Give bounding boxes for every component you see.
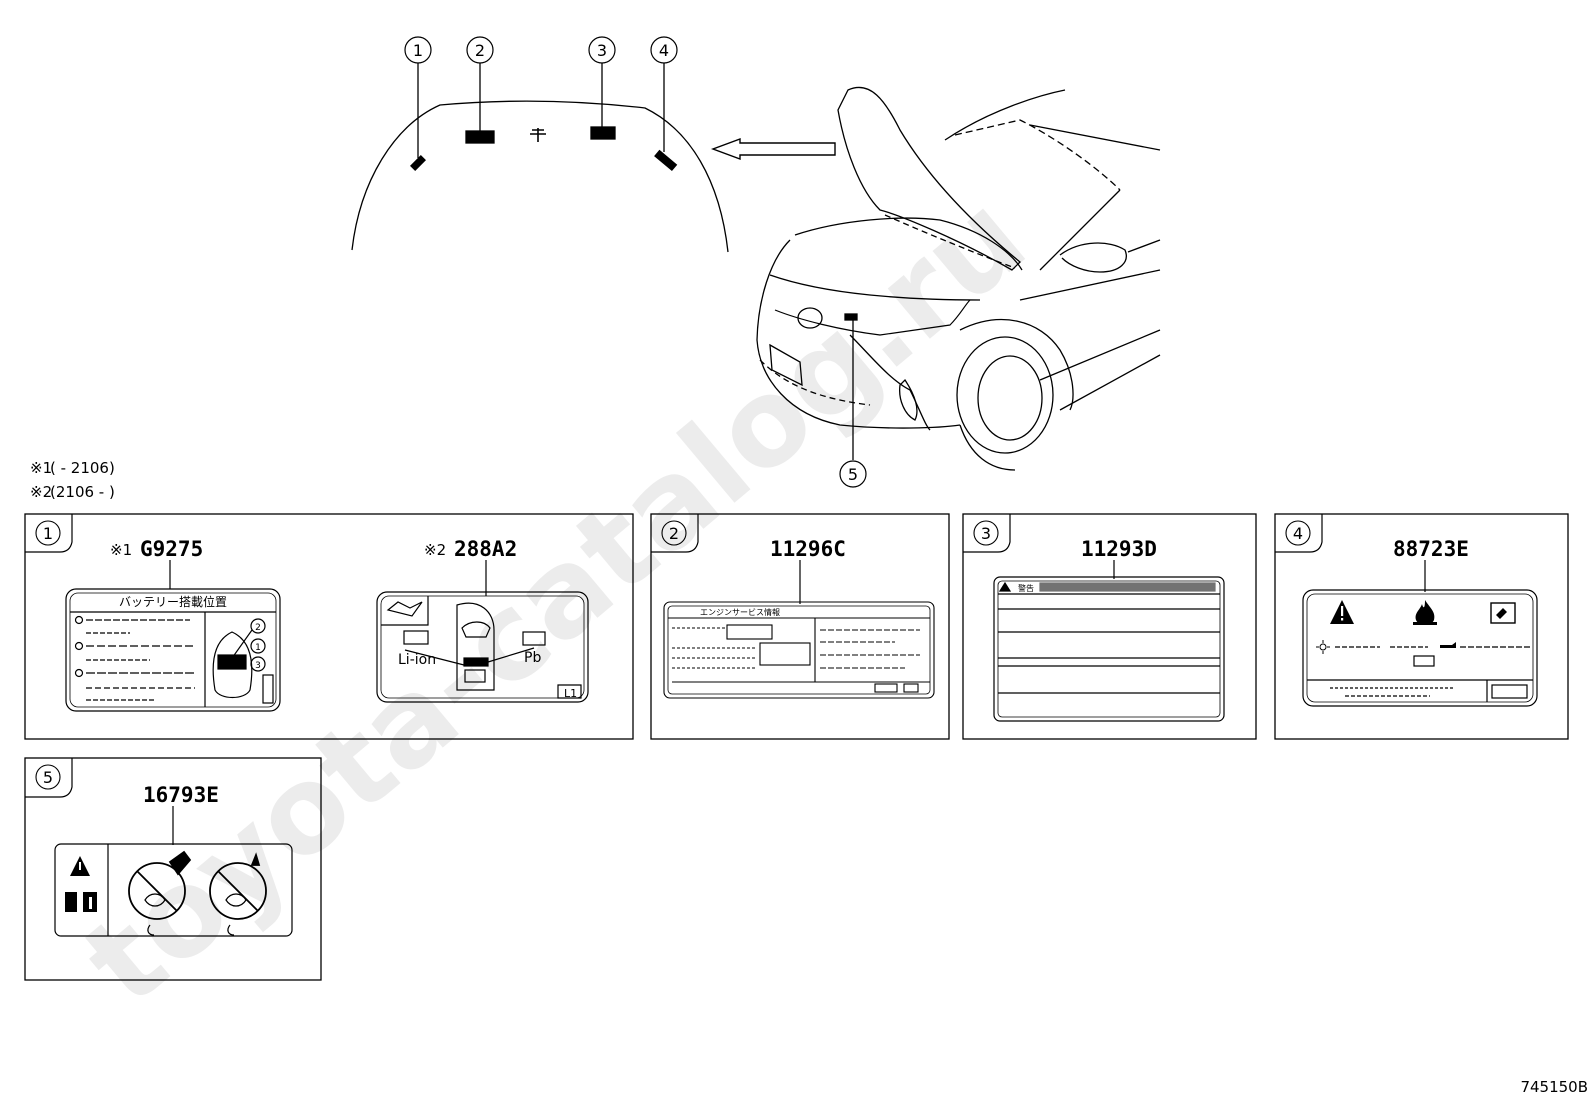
panel-3-number: 3 — [981, 524, 991, 543]
warning-triangle-icon — [1330, 600, 1354, 624]
label-g9275-mark-c: 3 — [255, 661, 261, 671]
label-288a2-pb: Pb — [524, 650, 541, 666]
view-arrow — [710, 137, 836, 161]
no-hand-fan-icon — [128, 850, 192, 936]
note-2-mark: ※2 — [30, 483, 52, 501]
label-g9275 — [65, 588, 281, 712]
car-illustration — [756, 86, 1161, 471]
part-number-88723e: 88723E — [1393, 537, 1469, 561]
label-288a2 — [376, 591, 589, 703]
callout-1: 1 — [413, 41, 423, 60]
panel-5-number: 5 — [43, 768, 53, 787]
flame-icon — [1413, 600, 1437, 625]
callout-2: 2 — [475, 41, 485, 60]
panel-1-mark-1: ※1 — [110, 541, 132, 559]
panel-2-number: 2 — [669, 524, 679, 543]
part-number-g9275: G9275 — [140, 537, 203, 561]
manual-icon — [1490, 602, 1516, 624]
part-number-16793e: 16793E — [143, 783, 219, 807]
panel-5: 5 16793E — [24, 757, 322, 981]
label-11293d — [993, 576, 1225, 722]
note-1-text: ( - 2106) — [50, 459, 115, 477]
callouts-top: 1 2 3 4 — [404, 36, 678, 64]
note-2-text: (2106 - ) — [50, 483, 115, 501]
panel-2: 2 11296C エンジンサービス情報 — [650, 513, 950, 740]
panel-1: 1 ※1 G9275 バッテリー搭載位置 2 1 3 — [24, 513, 634, 740]
panel-1-mark-2: ※2 — [424, 541, 446, 559]
sun-icon — [1316, 640, 1330, 654]
label-88723e — [1302, 589, 1538, 707]
note-1-mark: ※1 — [30, 459, 52, 477]
panel-4: 4 88723E — [1274, 513, 1569, 740]
part-number-11296c: 11296C — [770, 537, 846, 561]
label-11293d-title: 警告 — [1018, 583, 1034, 593]
callout-4: 4 — [659, 41, 669, 60]
label-16793e — [54, 843, 293, 937]
label-g9275-mark-b: 1 — [255, 643, 261, 653]
callout-3: 3 — [597, 41, 607, 60]
label-11296c-title: エンジンサービス情報 — [700, 607, 780, 617]
label-g9275-title: バッテリー搭載位置 — [119, 594, 227, 609]
info-book-icon — [65, 856, 97, 912]
label-g9275-mark-a: 2 — [255, 623, 261, 633]
callout-5: 5 — [848, 465, 858, 484]
diagram-id: 745150B — [1520, 1078, 1588, 1096]
label-11296c — [663, 601, 935, 699]
notes: ※1 ( - 2106) ※2 (2106 - ) — [30, 459, 115, 501]
part-number-288a2: 288A2 — [454, 537, 517, 561]
panel-4-number: 4 — [1293, 524, 1303, 543]
label-288a2-li-ion: Li-ion — [398, 652, 436, 668]
label-288a2-corner: L1 — [564, 687, 577, 700]
no-tool-fan-icon — [209, 852, 267, 936]
hood-underside-view — [351, 63, 729, 253]
part-number-11293d: 11293D — [1081, 537, 1157, 561]
panel-1-number: 1 — [43, 524, 53, 543]
panel-3: 3 11293D 警告 — [962, 513, 1257, 740]
oil-can-icon — [1440, 642, 1456, 648]
